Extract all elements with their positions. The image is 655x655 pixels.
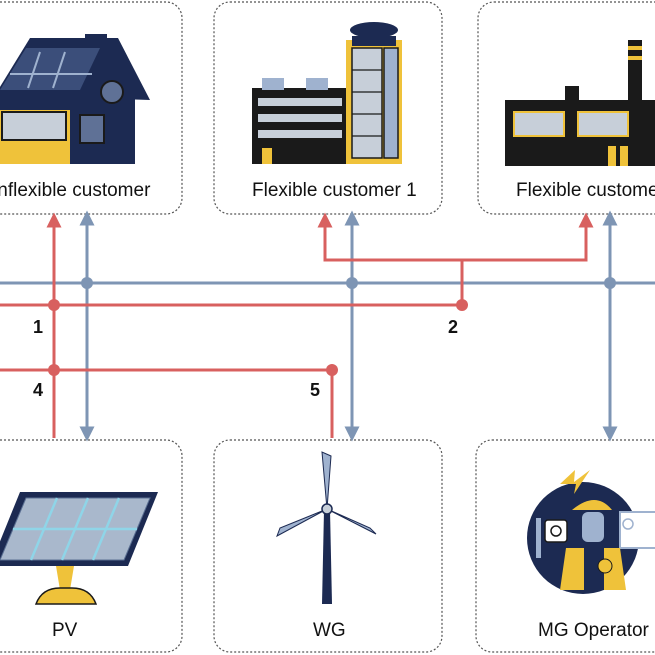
power-junction-5 [326, 364, 338, 376]
information-junctions [81, 277, 616, 289]
info-junction [81, 277, 93, 289]
house-icon [0, 34, 150, 164]
flexible-customer-1-label: Flexible customer 1 [252, 180, 417, 201]
junction-label-5: 5 [310, 380, 320, 400]
power-link-flexible-1 [317, 212, 464, 305]
junction-label-2: 2 [448, 317, 458, 337]
power-junctions [48, 299, 468, 376]
wind-turbine-icon [276, 451, 377, 604]
power-lines [0, 212, 594, 438]
flexible-customer-2-label: Flexible customer 2 [516, 180, 655, 201]
node-flexible-customer-2: Flexible customer 2 [477, 1, 655, 215]
node-mg-operator: MG Operator [475, 439, 655, 653]
node-wg: WG [213, 439, 443, 653]
mg-operator-label: MG Operator [538, 620, 650, 641]
pv-label: PV [52, 620, 78, 641]
information-lines [0, 210, 655, 442]
wg-label: WG [313, 620, 346, 641]
factory-icon [505, 40, 655, 166]
office-building-icon [252, 22, 402, 164]
junction-label-1: 1 [33, 317, 43, 337]
solar-panel-icon [0, 492, 158, 605]
node-inflexible-customer: Inflexible customer [0, 1, 183, 215]
power-junction-2 [456, 299, 468, 311]
junction-label-4: 4 [33, 380, 43, 400]
power-link-flexible-2 [462, 212, 594, 262]
node-pv: PV [0, 439, 183, 653]
node-flexible-customer-1: Flexible customer 1 [213, 1, 443, 215]
power-junction-4 [48, 364, 60, 376]
info-junction [604, 277, 616, 289]
operator-icon [527, 470, 655, 594]
info-junction [346, 277, 358, 289]
power-junction-1 [48, 299, 60, 311]
inflexible-customer-label: Inflexible customer [0, 180, 151, 201]
